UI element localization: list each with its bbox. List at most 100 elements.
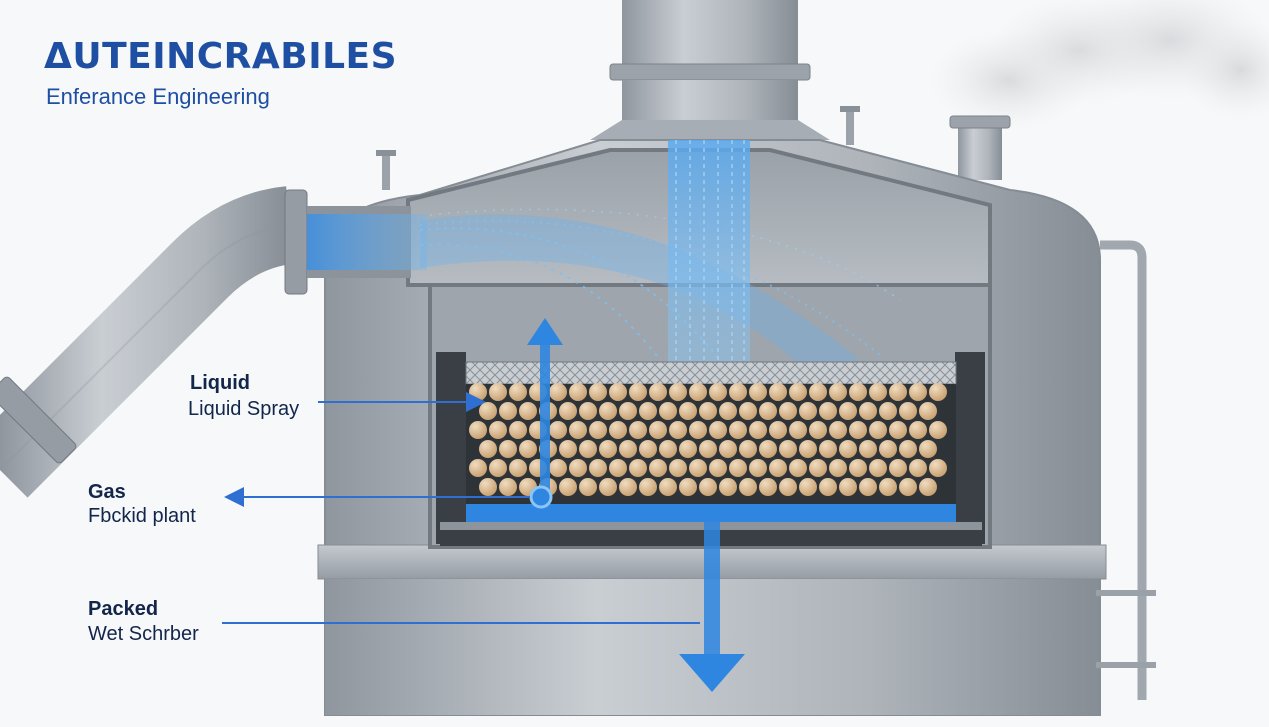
exhaust-stack bbox=[949, 115, 1011, 180]
packing-media-ball bbox=[549, 459, 567, 477]
packing-media-ball bbox=[909, 459, 927, 477]
packing-media-ball bbox=[519, 402, 537, 420]
packing-media-ball bbox=[589, 459, 607, 477]
packing-media-ball bbox=[809, 383, 827, 401]
packing-media-ball bbox=[609, 383, 627, 401]
packing-media-ball bbox=[619, 402, 637, 420]
packing-media-ball bbox=[919, 440, 937, 458]
packing-media-ball bbox=[689, 383, 707, 401]
packing-media-ball bbox=[829, 459, 847, 477]
packing-media-ball bbox=[879, 478, 897, 496]
packing-media-ball bbox=[629, 383, 647, 401]
packing-media-ball bbox=[629, 459, 647, 477]
packing-media-ball bbox=[479, 402, 497, 420]
packing-media-ball bbox=[809, 459, 827, 477]
packing-media-ball bbox=[599, 478, 617, 496]
callout-lines bbox=[222, 392, 700, 624]
packing-media-ball bbox=[649, 459, 667, 477]
vent-pipes bbox=[376, 106, 860, 190]
packing-media-ball bbox=[689, 459, 707, 477]
gas-up-arrow bbox=[527, 318, 563, 509]
packing-media-ball bbox=[829, 421, 847, 439]
packing-media-ball bbox=[889, 383, 907, 401]
packing-media-ball bbox=[509, 383, 527, 401]
packing-media-ball bbox=[779, 478, 797, 496]
packing-media-ball bbox=[869, 383, 887, 401]
spray-downflow bbox=[668, 140, 750, 365]
packing-media-ball bbox=[489, 421, 507, 439]
packing-media-ball bbox=[569, 459, 587, 477]
packing-media-ball bbox=[639, 402, 657, 420]
packing-media-ball bbox=[769, 383, 787, 401]
packing-media-ball bbox=[469, 383, 487, 401]
packing-media-ball bbox=[469, 459, 487, 477]
packing-media-ball bbox=[599, 402, 617, 420]
packing-media-ball bbox=[519, 440, 537, 458]
packing-media-ball bbox=[579, 478, 597, 496]
packing-media-ball bbox=[769, 459, 787, 477]
packing-media-ball bbox=[719, 402, 737, 420]
label-gas-title: Gas bbox=[88, 481, 126, 503]
packing-media-ball bbox=[559, 478, 577, 496]
side-pipe bbox=[1096, 240, 1156, 700]
packing-media-ball bbox=[909, 421, 927, 439]
packing-media-ball bbox=[629, 421, 647, 439]
packing-media-ball bbox=[509, 459, 527, 477]
packing-media-ball bbox=[789, 383, 807, 401]
packing-media-ball bbox=[489, 459, 507, 477]
packing-media-ball bbox=[659, 478, 677, 496]
packing-media-ball bbox=[869, 421, 887, 439]
packing-media-ball bbox=[499, 440, 517, 458]
packing-media-ball bbox=[749, 459, 767, 477]
packing-media-ball bbox=[799, 402, 817, 420]
packing-media-ball bbox=[749, 383, 767, 401]
packing-media-ball bbox=[779, 402, 797, 420]
gas-inlet-stream bbox=[307, 208, 901, 365]
packing-media-ball bbox=[729, 459, 747, 477]
packing-media-ball bbox=[609, 459, 627, 477]
packing-media-ball bbox=[699, 478, 717, 496]
packing-media-ball bbox=[739, 402, 757, 420]
packing-media-ball bbox=[799, 440, 817, 458]
packing-media-ball bbox=[849, 459, 867, 477]
packing-bed bbox=[436, 352, 985, 546]
packing-media-ball bbox=[509, 421, 527, 439]
packing-media-ball bbox=[759, 478, 777, 496]
packing-media-ball bbox=[819, 478, 837, 496]
liquid-down-arrow bbox=[679, 520, 745, 692]
label-packed-title: Packed bbox=[88, 598, 159, 620]
packing-media-ball bbox=[619, 478, 637, 496]
packing-media-ball bbox=[929, 421, 947, 439]
packing-media-ball bbox=[739, 440, 757, 458]
packing-media-ball bbox=[639, 478, 657, 496]
label-liquid-title: Liquid bbox=[190, 372, 250, 394]
packing-media-ball bbox=[609, 421, 627, 439]
packing-media-ball bbox=[929, 459, 947, 477]
packing-media-ball bbox=[589, 421, 607, 439]
packing-media-ball bbox=[849, 383, 867, 401]
packing-media-ball bbox=[569, 383, 587, 401]
packing-media-ball bbox=[669, 421, 687, 439]
packing-media-ball bbox=[569, 421, 587, 439]
packing-media-ball bbox=[709, 459, 727, 477]
packing-media-ball bbox=[669, 459, 687, 477]
packing-media-ball bbox=[479, 440, 497, 458]
packing-media-ball bbox=[859, 478, 877, 496]
packing-media-ball bbox=[679, 402, 697, 420]
packing-media-ball bbox=[839, 440, 857, 458]
packing-media-ball bbox=[719, 478, 737, 496]
packing-media-ball bbox=[919, 478, 937, 496]
packing-media-ball bbox=[729, 383, 747, 401]
packing-media-ball bbox=[489, 383, 507, 401]
packing-media-ball bbox=[919, 402, 937, 420]
packing-media-ball bbox=[579, 402, 597, 420]
packing-media-ball bbox=[789, 459, 807, 477]
packing-media-ball bbox=[859, 440, 877, 458]
packing-media-ball bbox=[819, 440, 837, 458]
packing-media-ball bbox=[879, 402, 897, 420]
packing-media-ball bbox=[709, 421, 727, 439]
packing-media-ball bbox=[899, 440, 917, 458]
packing-media-ball bbox=[759, 440, 777, 458]
packing-media-ball bbox=[889, 459, 907, 477]
